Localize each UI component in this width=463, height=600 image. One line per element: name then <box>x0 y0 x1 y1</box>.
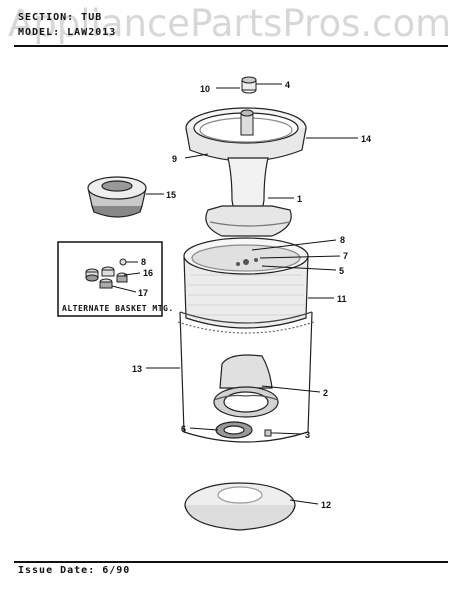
callout-12: 12 <box>321 500 331 510</box>
issue-date: Issue Date: 6/90 <box>18 565 131 576</box>
callout-inset-8: 8 <box>141 257 146 267</box>
part-cap-15 <box>87 176 147 218</box>
part-basket-11 <box>183 237 309 329</box>
part-agitator-post <box>240 109 254 136</box>
callout-labels: 4 10 14 9 1 15 8 7 5 11 13 2 6 3 12 8 16… <box>132 80 371 510</box>
callout-6: 6 <box>181 424 186 434</box>
part-agitator-1 <box>205 157 292 237</box>
callout-8: 8 <box>340 235 345 245</box>
callout-2: 2 <box>323 388 328 398</box>
part-tub-bottom-12 <box>184 482 296 531</box>
part-seal-2 <box>213 354 279 418</box>
callout-5: 5 <box>339 266 344 276</box>
leader-lines <box>111 83 358 505</box>
callout-4: 4 <box>285 80 290 90</box>
model-number: MODEL: LAW2013 <box>18 27 117 38</box>
part-cap-10 <box>241 76 257 94</box>
part-screw-3 <box>264 429 276 437</box>
callout-inset-16: 16 <box>143 268 153 278</box>
callout-15: 15 <box>166 190 176 200</box>
callout-7: 7 <box>343 251 348 261</box>
section-title: SECTION: TUB <box>18 12 103 23</box>
part-gasket-6 <box>215 421 253 439</box>
footer-rule <box>14 561 448 563</box>
callout-13: 13 <box>132 364 142 374</box>
callout-11: 11 <box>337 294 347 304</box>
callout-1: 1 <box>297 194 302 204</box>
callout-14: 14 <box>361 134 371 144</box>
watermark-text: AppliancePartsPros.com <box>8 2 452 45</box>
inset-alternate-basket-box <box>57 241 163 317</box>
callout-10: 10 <box>200 84 210 94</box>
inset-caption: ALTERNATE BASKET MTG. <box>62 304 174 313</box>
callout-3: 3 <box>305 430 310 440</box>
callout-9: 9 <box>172 154 177 164</box>
header-rule <box>14 45 448 47</box>
callout-inset-17: 17 <box>138 288 148 298</box>
